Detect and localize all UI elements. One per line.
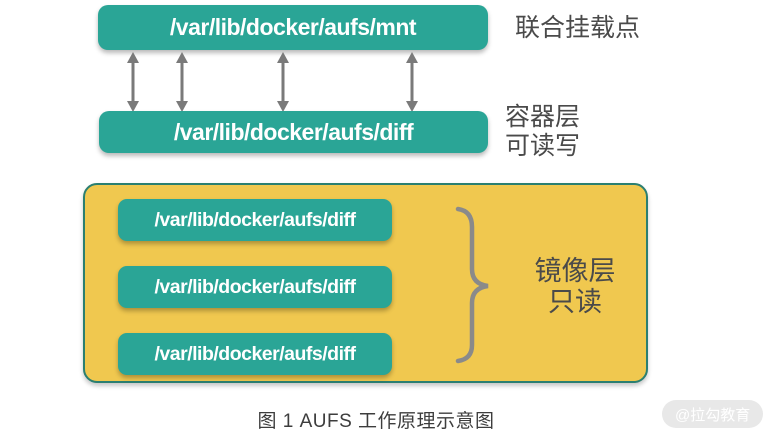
image-layers-label-line2: 只读 xyxy=(548,287,602,317)
mount-arrows xyxy=(127,52,418,112)
image-layer-path: /var/lib/docker/aufs/diff xyxy=(154,342,356,365)
image-layer-box: /var/lib/docker/aufs/diff xyxy=(118,333,392,375)
image-layer-path: /var/lib/docker/aufs/diff xyxy=(154,208,356,231)
container-layer-label: 容器层 可读写 xyxy=(505,103,580,161)
image-layer-box: /var/lib/docker/aufs/diff xyxy=(118,266,392,308)
watermark-badge: @拉勾教育 xyxy=(662,400,764,428)
double-arrow-icon xyxy=(176,52,188,112)
container-layer-label-line1: 容器层 xyxy=(505,103,581,131)
curly-brace-icon xyxy=(455,206,489,364)
mount-point-path: /var/lib/docker/aufs/mnt xyxy=(169,14,417,40)
double-arrow-icon xyxy=(127,52,139,112)
mount-point-label: 联合挂载点 xyxy=(515,14,641,42)
image-layer-path: /var/lib/docker/aufs/diff xyxy=(154,275,356,298)
image-layers-label-line1: 镜像层 xyxy=(534,256,616,286)
figure-caption: 图 1 AUFS 工作原理示意图 xyxy=(257,411,495,432)
double-arrow-icon xyxy=(277,52,289,112)
container-layer-path: /var/lib/docker/aufs/diff xyxy=(173,118,414,145)
container-layer-box: /var/lib/docker/aufs/diff xyxy=(99,111,488,153)
double-arrow-icon xyxy=(406,52,418,112)
mount-point-box: /var/lib/docker/aufs/mnt xyxy=(98,5,488,50)
container-layer-label-line2: 可读写 xyxy=(505,132,581,160)
image-layer-box: /var/lib/docker/aufs/diff xyxy=(118,199,392,241)
image-layers-label: 镜像层 只读 xyxy=(500,256,650,318)
